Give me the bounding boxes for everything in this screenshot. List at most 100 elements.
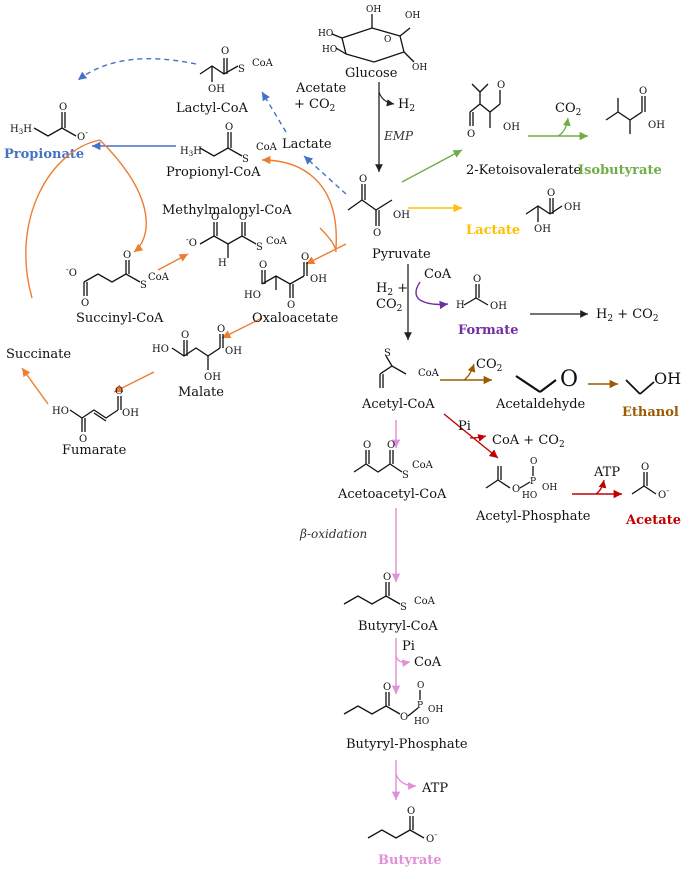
arrow-atp-butyrate <box>395 773 417 790</box>
atom-oh: OH <box>503 122 520 133</box>
atom-o: O <box>217 324 225 335</box>
atom-ho: HO <box>244 290 261 301</box>
acetate-structure: O O- <box>631 462 669 501</box>
arrow-coa-release <box>395 655 411 668</box>
atom-o: O <box>363 440 371 451</box>
atom-o: O <box>547 188 555 199</box>
fumarate-structure: HO O O OH Fumarate <box>52 386 139 458</box>
atom-s: S <box>238 64 245 75</box>
atom-s: S <box>384 348 391 359</box>
isobutyrate-structure: O OH <box>605 86 665 134</box>
atom-o-minus: O- <box>658 486 669 501</box>
atom-coa: CoA <box>252 58 274 69</box>
arrow-co2-acetaldehyde <box>463 363 476 381</box>
product-formate: Formate <box>458 323 519 338</box>
coa-butyryl-label: CoA <box>414 655 442 670</box>
atom-s: S <box>256 242 263 253</box>
atom-o: O <box>59 102 67 113</box>
arrow-pyruvate-to-oxaloacetate <box>305 243 347 265</box>
atom-oh: OH <box>225 346 242 357</box>
atp-acetate-label: ATP <box>593 465 620 480</box>
atom-o: O <box>115 386 123 397</box>
arrow-to-acetylphosphate <box>443 413 499 459</box>
methylmalonyl-coa-label: Methylmalonyl-CoA <box>162 203 292 218</box>
atom-o: O <box>239 212 247 223</box>
atom-o: O <box>225 122 233 133</box>
atom-coa: CoA <box>256 142 278 153</box>
atom-coa: CoA <box>418 368 440 379</box>
atom-ho: HO <box>322 45 337 55</box>
arrow-to-propionylcoa <box>261 155 337 249</box>
atom-oh: OH <box>412 63 427 73</box>
atom-ho: HO <box>52 406 69 417</box>
atom-o: O <box>221 46 229 57</box>
propionyl-coa-label: Propionyl-CoA <box>166 165 261 180</box>
atom-oh: OH <box>366 5 381 15</box>
arrow-to-ketoisovalerate <box>401 149 463 183</box>
atom-o-minus: O- <box>77 128 88 143</box>
fumarate-label: Fumarate <box>62 443 127 458</box>
arrow-co2-release <box>557 117 571 137</box>
butyryl-coa-structure: O S CoA Butyryl-CoA <box>343 572 438 634</box>
lactyl-coa-structure: O S CoA OH Lactyl-CoA <box>176 46 274 116</box>
propionate-structure: H3H O O- <box>10 102 88 143</box>
atom-oh: OH <box>122 408 139 419</box>
atom-o: O <box>417 681 424 691</box>
atom-h3c: H3H <box>10 124 32 136</box>
arrow-lactate-to-lactylcoa <box>261 91 287 133</box>
atom-o: O <box>530 457 537 467</box>
atom-coa: CoA <box>266 236 288 247</box>
atom-o: O <box>81 298 89 309</box>
ketoisovalerate-structure: O O OH 2-Ketoisovalerate <box>466 80 582 178</box>
atom-o: O <box>560 367 578 392</box>
coa-co2-label: CoA + CO2 <box>492 433 565 450</box>
ketoisovalerate-label: 2-Ketoisovalerate <box>466 163 582 178</box>
atom-o: O <box>400 712 408 723</box>
succinyl-coa-structure: -O O O S CoA Succinyl-CoA <box>66 250 170 326</box>
co2-formate-label: CO2 <box>376 297 402 314</box>
h2-glucose-label: H2 <box>398 97 415 114</box>
pi-butyryl-label: Pi <box>402 639 415 654</box>
butyrate-structure: O O- <box>367 806 437 845</box>
arrow-coa-co2-release <box>469 434 487 442</box>
atom-ho: HO <box>152 344 169 355</box>
atom-o: O <box>407 806 415 817</box>
atom-o: O <box>639 86 647 97</box>
atom-o: O <box>359 174 367 185</box>
atom-o: O <box>123 250 131 261</box>
arrow-to-formate <box>415 281 449 310</box>
co2-acetaldehyde-label: CO2 <box>476 357 502 374</box>
arrow-h2-release <box>378 91 395 107</box>
atom-o: O <box>641 462 649 473</box>
product-ethanol: Ethanol <box>622 405 679 420</box>
atom-h: H <box>218 258 227 269</box>
atom-oh: OH <box>564 202 581 213</box>
arrow-fumarate-to-succinate <box>21 367 49 405</box>
lactyl-coa-label: Lactyl-CoA <box>176 101 249 116</box>
atom-o: O <box>387 440 395 451</box>
lactate-structure: O OH OH <box>525 188 581 235</box>
atom-ho: HO <box>318 29 333 39</box>
arrow-lactylcoa-to-propionate <box>77 57 197 81</box>
atom-p: P <box>530 477 536 487</box>
atp-butyrate-label: ATP <box>421 781 448 796</box>
oxaloacetate-structure: HO O O O OH Oxaloacetate <box>244 252 339 326</box>
atom-oh: OH <box>393 210 410 221</box>
acetoacetyl-coa-label: Acetoacetyl-CoA <box>337 487 447 502</box>
acetate-cofactor-label: Acetate <box>295 81 347 96</box>
atom-p: P <box>417 701 423 711</box>
atom-o: O <box>467 129 475 140</box>
methylmalonyl-coa-structure: -O O O S CoA H <box>186 212 288 269</box>
beta-oxidation-label: β-oxidation <box>299 527 367 541</box>
atom-o: O <box>384 35 391 45</box>
butyryl-phosphate-label: Butyryl-Phosphate <box>346 737 468 752</box>
atom-o: O <box>301 252 309 263</box>
ethanol-structure: OH <box>625 369 681 395</box>
acetyl-coa-structure: S CoA Acetyl-CoA <box>361 348 440 412</box>
atom-oh: OH <box>204 372 221 383</box>
butyryl-coa-label: Butyryl-CoA <box>358 619 438 634</box>
malate-structure: HO O O OH OH Malate <box>152 324 242 400</box>
atom-coa: CoA <box>412 460 434 471</box>
glucose-label: Glucose <box>345 66 398 81</box>
